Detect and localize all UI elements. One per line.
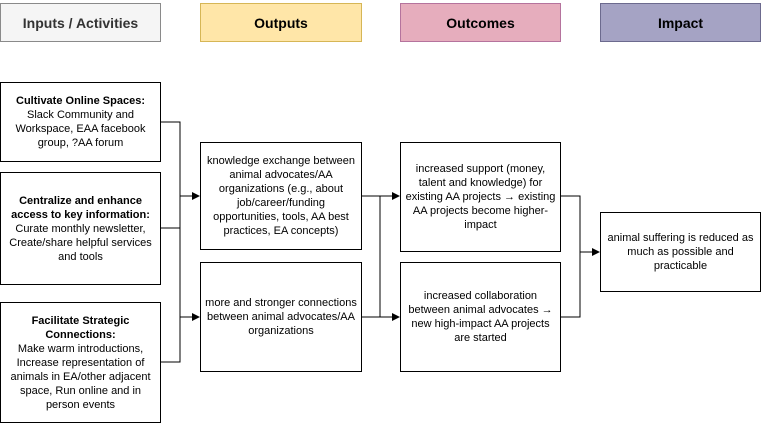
header-outputs: Outputs [200, 3, 362, 42]
outcome-increased-support: increased support (money, talent and kno… [400, 142, 561, 252]
input-body: Make warm introductions, Increase repres… [10, 342, 151, 411]
connector-outcomes-junction [561, 195, 581, 318]
input-cultivate-online-spaces: Cultivate Online Spaces: Slack Community… [0, 82, 161, 162]
output-knowledge-exchange: knowledge exchange between animal advoca… [200, 142, 362, 250]
input-body: Slack Community and Workspace, EAA faceb… [15, 109, 146, 149]
input-facilitate-connections: Facilitate Strategic Connections: Make w… [0, 302, 161, 423]
impact-animal-suffering-reduced: animal suffering is reduced as much as p… [600, 212, 761, 292]
input-title: Facilitate Strategic Connections: [31, 314, 130, 341]
input-body: Curate monthly newsletter, Create/share … [9, 222, 152, 263]
connector-input-1 [161, 121, 181, 363]
input-title: Cultivate Online Spaces: [16, 95, 145, 107]
header-outcomes: Outcomes [400, 3, 561, 42]
header-impact: Impact [600, 3, 761, 42]
input-title: Centralize and enhance access to key inf… [11, 194, 150, 221]
outcome-increased-collaboration: increased collaboration between animal a… [400, 262, 561, 372]
connector-outputs-junction [362, 195, 381, 318]
input-centralize-information: Centralize and enhance access to key inf… [0, 172, 161, 285]
output-stronger-connections: more and stronger connections between an… [200, 262, 362, 372]
header-inputs-activities: Inputs / Activities [0, 3, 161, 42]
